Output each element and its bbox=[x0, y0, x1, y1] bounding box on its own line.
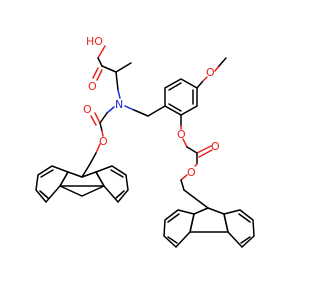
carbamate-group bbox=[81, 105, 149, 178]
acid-carbonyl-oxygen-label: O bbox=[88, 80, 97, 93]
carbonate-carbonyl-oxygen-label: O bbox=[211, 140, 220, 153]
carbamate-ester-oxygen-label: O bbox=[99, 135, 108, 148]
carbamate-carbonyl-oxygen-label: O bbox=[83, 103, 92, 116]
nitrogen-label: N bbox=[115, 98, 123, 111]
carboxylic-acid-group bbox=[92, 45, 132, 99]
hydroxyl-label: HO bbox=[86, 35, 103, 48]
aryl-ester-oxygen-label: O bbox=[177, 128, 186, 141]
carbonate-group bbox=[180, 114, 213, 209]
fluorenyl-group-lower bbox=[163, 207, 255, 249]
aryl-ring bbox=[147, 57, 227, 117]
carbonate-ester-oxygen-label: O bbox=[187, 166, 196, 179]
fluorenyl-group-upper bbox=[35, 165, 129, 204]
methoxy-oxygen-label: O bbox=[206, 66, 215, 79]
structure-diagram: HO O N O O O O O O bbox=[35, 35, 255, 249]
